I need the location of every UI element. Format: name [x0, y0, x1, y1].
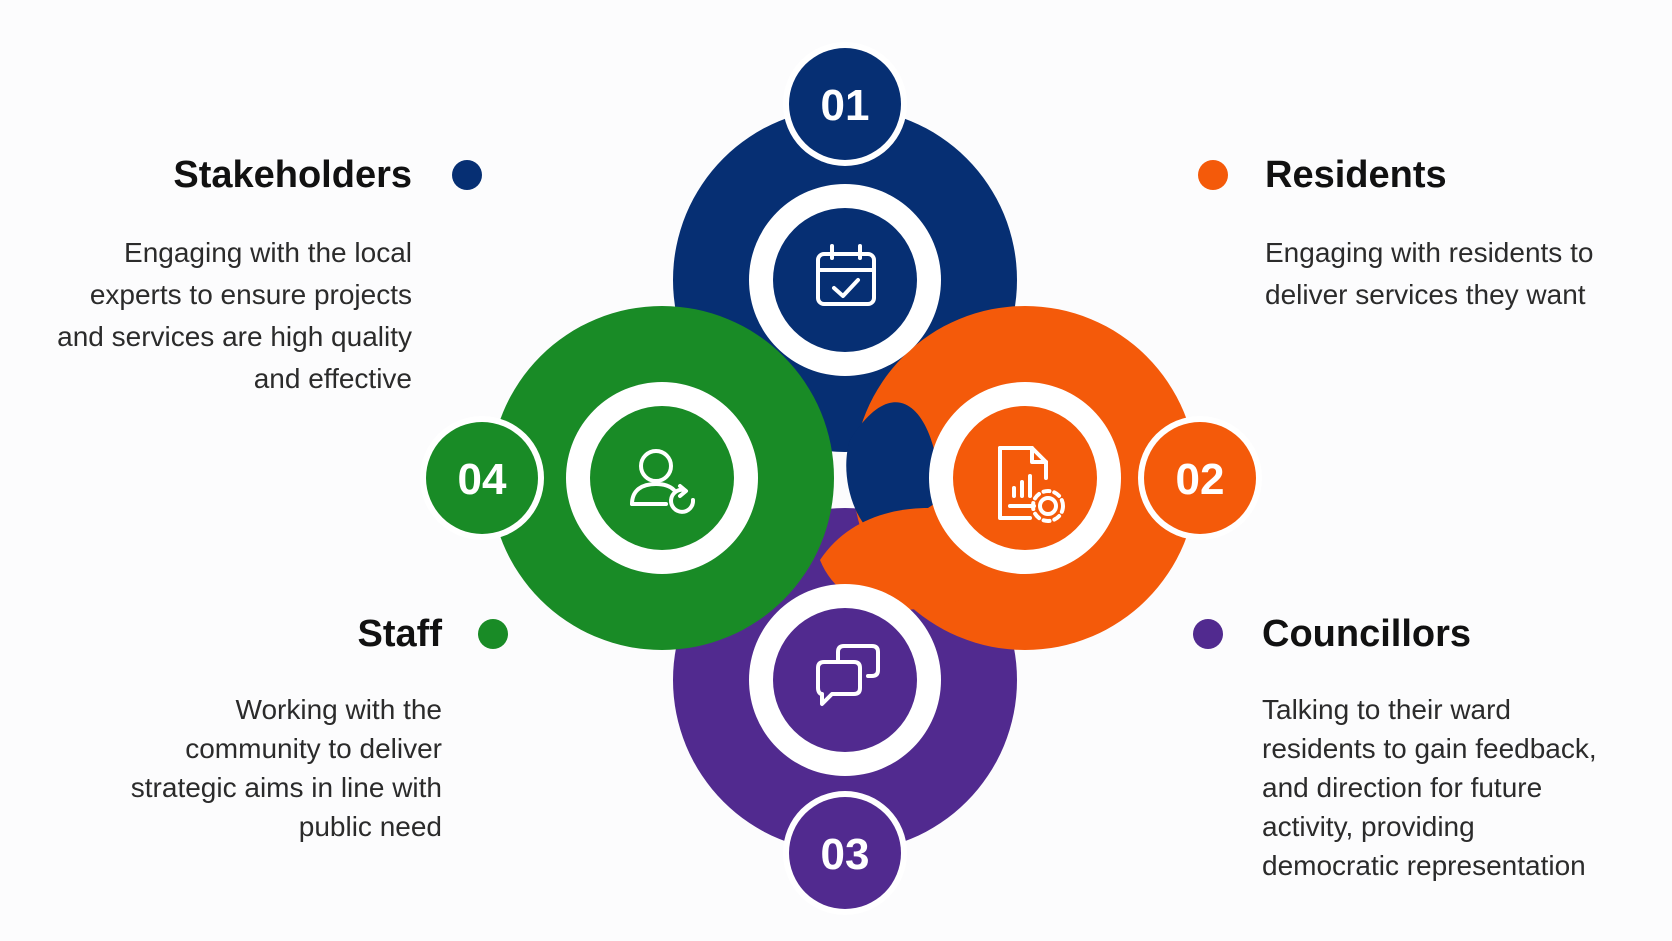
residents-title: Residents	[1265, 154, 1447, 196]
staff-description: Working with the community to deliver st…	[62, 690, 442, 846]
user-refresh-icon	[630, 449, 696, 514]
staff-line: community to deliver	[185, 733, 442, 764]
staff-dot	[478, 619, 508, 649]
badge-01-number: 01	[821, 81, 870, 130]
residents-line: Engaging with residents to	[1265, 237, 1594, 268]
staff-line: Working with the	[235, 694, 442, 725]
badge-01: 01	[783, 42, 907, 166]
councillors-title: Councillors	[1262, 613, 1472, 655]
councillors-line: and direction for future	[1262, 772, 1543, 803]
stakeholders-title: Stakeholders	[173, 154, 412, 196]
councillors-line: activity, providing	[1262, 811, 1475, 842]
chat-bubbles-icon	[816, 644, 880, 706]
badge-03: 03	[783, 791, 907, 915]
stakeholders-description: Engaging with the local experts to ensur…	[0, 232, 412, 400]
calendar-check-icon	[816, 244, 876, 306]
staff-line: strategic aims in line with	[130, 772, 442, 803]
stakeholders-line: and effective	[253, 363, 412, 394]
staff-title: Staff	[357, 613, 442, 655]
badge-04-number: 04	[458, 455, 507, 504]
badge-02: 02	[1138, 416, 1262, 540]
stakeholders-dot	[452, 160, 482, 190]
badge-04: 04	[420, 416, 544, 540]
councillors-line: Talking to their ward	[1262, 694, 1512, 725]
residents-description: Engaging with residents to deliver servi…	[1265, 232, 1665, 316]
councillors-description: Talking to their ward residents to gain …	[1262, 690, 1662, 885]
navy-overlap	[846, 402, 940, 540]
badge-02-number: 02	[1176, 455, 1225, 504]
residents-line: deliver services they want	[1265, 279, 1586, 310]
badge-03-number: 03	[821, 830, 870, 879]
staff-line: public need	[298, 811, 442, 842]
councillors-dot	[1193, 619, 1223, 649]
councillors-line: residents to gain feedback,	[1262, 733, 1597, 764]
report-settings-icon	[998, 446, 1065, 523]
stakeholders-line: Engaging with the local	[124, 237, 412, 268]
councillors-line: democratic representation	[1262, 850, 1586, 881]
stakeholders-line: experts to ensure projects	[89, 279, 412, 310]
residents-dot	[1198, 160, 1228, 190]
stakeholders-line: and services are high quality	[57, 321, 412, 352]
